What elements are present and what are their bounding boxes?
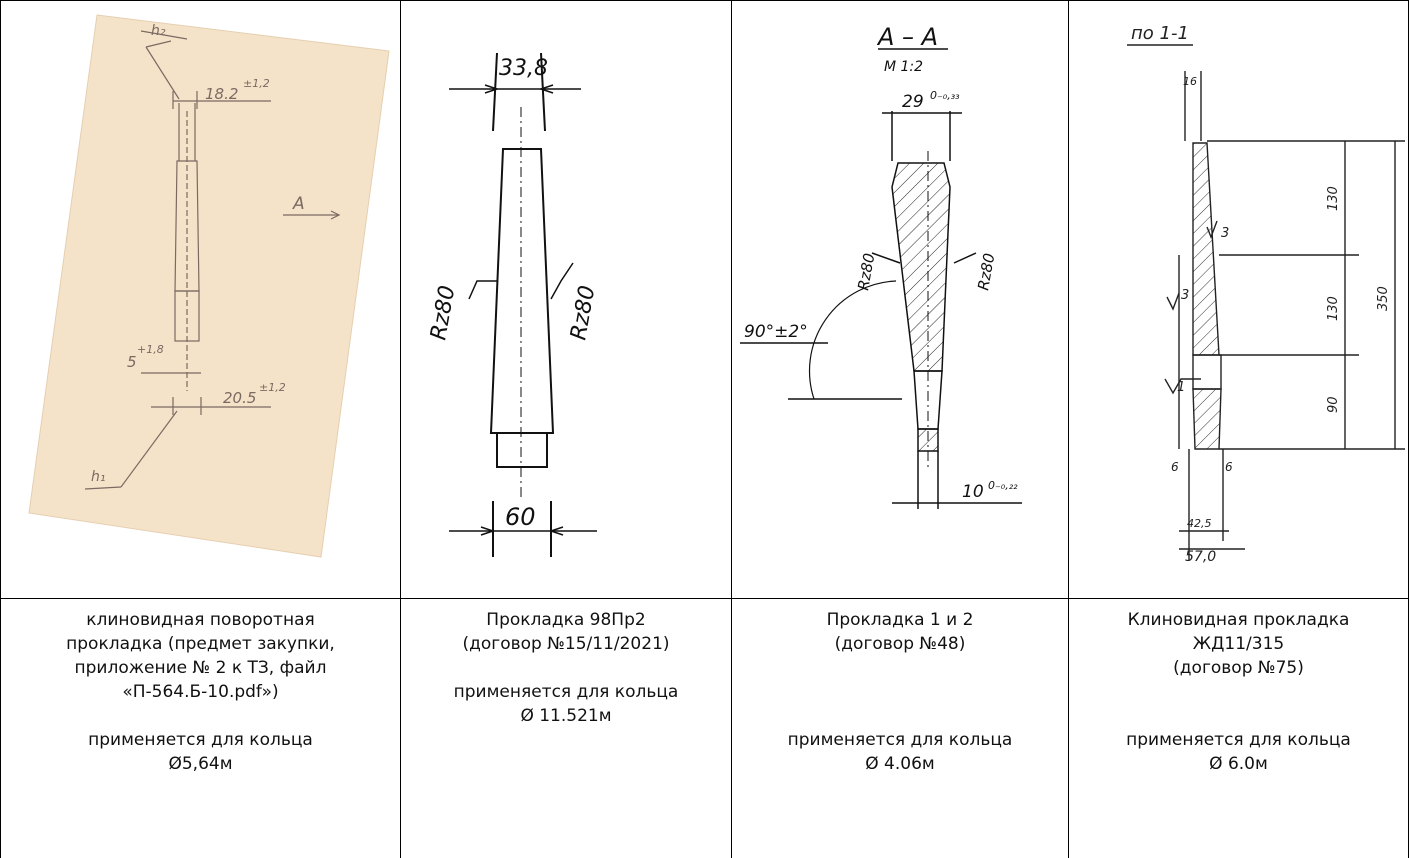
- drawing-1-top-tol: ±1,2: [243, 77, 270, 90]
- drawing-4-dim-90: 90: [1326, 396, 1341, 413]
- drawing-4-right-b: 6: [1225, 460, 1233, 474]
- caption-3-title: Прокладка 1 и 2 (договор №48): [826, 610, 974, 654]
- table-border-col3: [731, 0, 732, 858]
- caption-4-title: Клиновидная прокладка ЖД11/315 (договор …: [1127, 610, 1350, 678]
- drawing-3-right-roughness: Rz80: [974, 252, 998, 292]
- drawing-1-bottom-dim: 20.5: [223, 389, 256, 407]
- drawing-4-dim-42-5: 42,5: [1187, 517, 1212, 530]
- drawing-2-left-roughness: Rz80: [426, 284, 460, 342]
- drawing-2-top-dim: 33,8: [499, 56, 548, 81]
- table-row-divider: [0, 598, 1409, 599]
- drawing-4-gasket-zhd11-315: по 1-1 16 130 130 90 350 3 3 1 6 6 42,5 …: [1127, 23, 1405, 565]
- caption-3: Прокладка 1 и 2 (договор №48) применяетс…: [732, 608, 1068, 776]
- drawing-4-roughness-1: 1: [1177, 380, 1185, 395]
- drawing-4-roughness-3b: 3: [1181, 288, 1189, 303]
- caption-4-ring: применяется для кольца Ø 6.0м: [1126, 730, 1351, 774]
- table-border-left: [0, 0, 1, 858]
- drawing-3-angle: 90°±2°: [744, 322, 808, 342]
- caption-1-title: клиновидная поворотная прокладка (предме…: [66, 610, 335, 702]
- drawing-4-dim-350: 350: [1376, 286, 1391, 311]
- caption-3-ring: применяется для кольца Ø 4.06м: [787, 730, 1013, 774]
- caption-4: Клиновидная прокладка ЖД11/315 (договор …: [1069, 608, 1408, 776]
- drawing-1-h2-label: h₂: [151, 23, 166, 39]
- drawing-4-section-title: по 1-1: [1131, 23, 1189, 44]
- table-border-right: [1408, 0, 1409, 858]
- drawing-1-top-dim: 18.2: [205, 85, 238, 103]
- drawing-1-wedge-gasket: h₂ 18.2 ±1,2 A 5 +1,8 20.5 ±1,2 h₁: [28, 14, 390, 558]
- caption-2-ring: применяется для кольца Ø 11.521м: [453, 682, 679, 726]
- drawing-1-mid-tol: +1,8: [137, 343, 164, 356]
- caption-1: клиновидная поворотная прокладка (предме…: [1, 608, 400, 776]
- caption-2-title: Прокладка 98Пр2 (договор №15/11/2021): [462, 610, 670, 654]
- drawing-3-bottom-dim: 10: [962, 482, 984, 502]
- drawing-4-dim-130b: 130: [1326, 296, 1341, 321]
- drawing-3-gasket-1-2: А – А М 1:2 29 0₋₀,₃₃ 90°±2° Rz80 Rz80 1…: [740, 23, 1022, 509]
- drawing-1-view-label: A: [292, 194, 305, 214]
- drawing-3-top-dim: 29: [902, 92, 924, 112]
- caption-2: Прокладка 98Пр2 (договор №15/11/2021) пр…: [401, 608, 731, 728]
- drawing-1-mid-dim: 5: [127, 353, 137, 371]
- drawing-2-bottom-dim: 60: [505, 503, 536, 531]
- table-border-top: [0, 0, 1409, 1]
- drawing-4-left-b: 6: [1171, 460, 1179, 474]
- drawing-2-gasket-98pr2: 33,8 Rz80 Rz80 60: [426, 52, 600, 557]
- drawing-1-h1-label: h₁: [91, 469, 106, 485]
- drawing-3-bottom-tol: 0₋₀,₂₂: [988, 479, 1018, 492]
- drawing-3-section-title: А – А: [876, 23, 938, 51]
- table-border-col4: [1068, 0, 1069, 858]
- drawing-3-left-roughness: Rz80: [854, 252, 878, 292]
- table-border-col2: [400, 0, 401, 858]
- drawing-4-roughness-3a: 3: [1221, 226, 1229, 241]
- drawing-1-bottom-tol: ±1,2: [259, 381, 286, 394]
- drawing-4-dim-130a: 130: [1326, 186, 1341, 211]
- drawing-3-scale: М 1:2: [884, 59, 923, 75]
- drawing-2-right-roughness: Rz80: [566, 284, 600, 342]
- drawing-4-top-dim: 16: [1183, 75, 1197, 88]
- drawing-4-dim-57-0: 57,0: [1185, 549, 1216, 565]
- caption-1-ring: применяется для кольца Ø5,64м: [88, 730, 313, 774]
- drawing-3-top-tol: 0₋₀,₃₃: [930, 89, 960, 102]
